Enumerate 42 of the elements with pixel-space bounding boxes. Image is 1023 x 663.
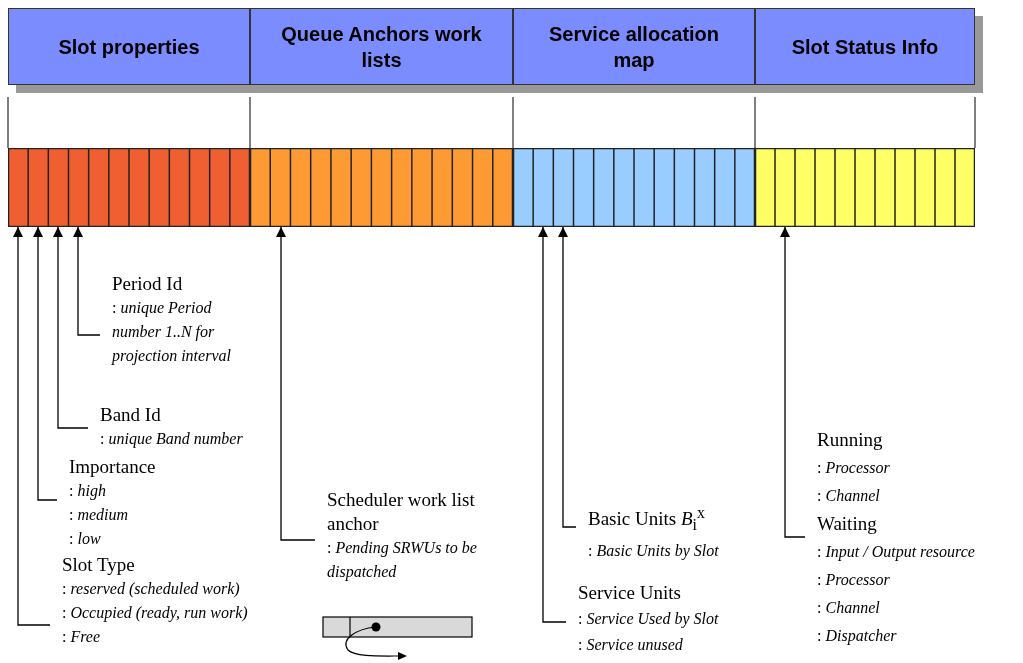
field-value: : Free bbox=[62, 627, 102, 647]
field-value: : Processor bbox=[817, 570, 891, 590]
leader-line bbox=[276, 226, 316, 541]
slot-segment bbox=[513, 148, 755, 227]
leader-line bbox=[53, 226, 89, 429]
field-name: Scheduler work list anchor bbox=[327, 488, 476, 536]
field-value: : low bbox=[69, 529, 102, 549]
field-value: : Pending SRWUs to be dispatched bbox=[327, 538, 478, 583]
field-name: Importance bbox=[69, 455, 157, 479]
section-title: Slot properties bbox=[58, 34, 200, 60]
leader-line bbox=[538, 226, 567, 623]
field-value: : unique Period number 1..N for projection interval bbox=[112, 298, 232, 367]
field-value: : Processor bbox=[817, 458, 891, 478]
slot-segment bbox=[250, 148, 513, 227]
field-name: Service Units bbox=[578, 581, 682, 605]
slot-segment bbox=[755, 148, 975, 227]
leader-line bbox=[558, 226, 577, 528]
field-value: : Occupied (ready, run work) bbox=[62, 603, 249, 624]
leader-line bbox=[33, 226, 58, 501]
field-value: : medium bbox=[69, 505, 130, 525]
field-value: : unique Band number bbox=[100, 429, 244, 450]
field-value: : Channel bbox=[817, 598, 881, 618]
section-title: Slot Status Info bbox=[791, 34, 939, 60]
slot-segment bbox=[8, 148, 250, 227]
field-value: : high bbox=[69, 481, 107, 502]
field-value: : Channel bbox=[817, 486, 881, 506]
field-value: : reserved (scheduled work) bbox=[62, 579, 241, 600]
field-name: Band Id bbox=[100, 403, 162, 427]
field-value: : Service unused bbox=[578, 635, 684, 655]
field-name: Waiting bbox=[817, 512, 878, 536]
field-value: : Input / Output resource bbox=[817, 542, 976, 563]
section-title: Service allocation map bbox=[547, 21, 721, 73]
field-name: Period Id bbox=[112, 272, 184, 296]
field-value: : Service Used by Slot bbox=[578, 609, 720, 630]
leader-line bbox=[780, 226, 806, 538]
leader-line bbox=[73, 226, 101, 336]
field-name: Slot Type bbox=[62, 553, 136, 577]
leader-line bbox=[13, 226, 51, 626]
section-title: Queue Anchors work lists bbox=[280, 21, 483, 73]
field-value: : Basic Units by Slot bbox=[588, 541, 720, 562]
field-name: Running bbox=[817, 428, 884, 452]
field-value: : Dispatcher bbox=[817, 626, 898, 647]
